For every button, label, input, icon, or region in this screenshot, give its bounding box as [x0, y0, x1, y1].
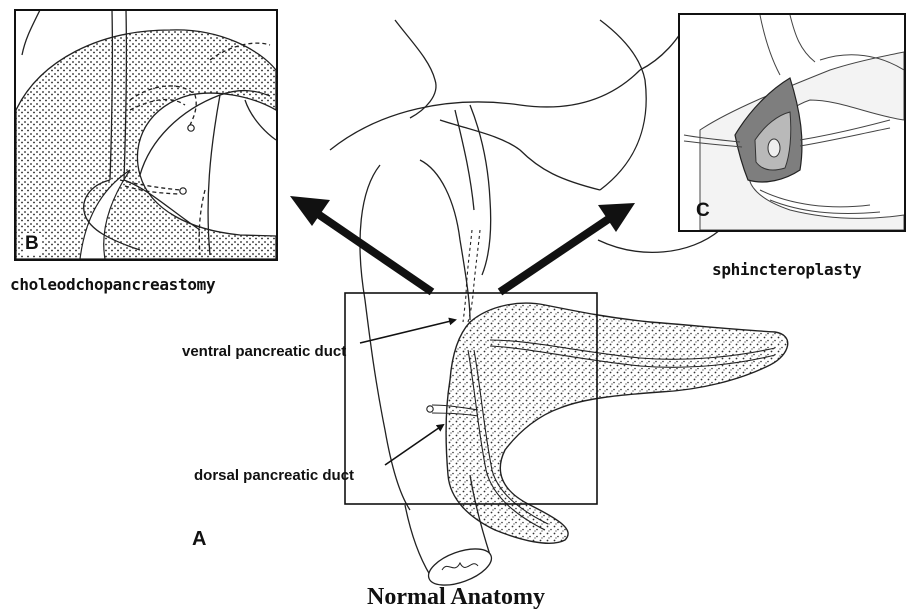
- pancreas-body: [446, 303, 788, 543]
- panel-b: [15, 10, 277, 260]
- panel-c: [679, 14, 905, 231]
- ventral-duct-label: ventral pancreatic duct: [182, 343, 346, 360]
- figure-title: Normal Anatomy: [367, 584, 545, 611]
- panel-a-letter: A: [192, 528, 206, 551]
- ventral-duct-pointer: [360, 320, 455, 343]
- arrow-to-c: [500, 203, 635, 292]
- dorsal-duct-pointer: [385, 425, 443, 465]
- arrow-to-b: [290, 196, 432, 292]
- choledochopancreastomy-label: choleodchopancreastomy: [10, 275, 215, 294]
- panel-c-letter: C: [696, 200, 710, 222]
- sphincteroplasty-label: sphincteroplasty: [712, 260, 861, 279]
- dorsal-duct-label: dorsal pancreatic duct: [194, 467, 354, 484]
- panel-b-letter: B: [23, 233, 41, 255]
